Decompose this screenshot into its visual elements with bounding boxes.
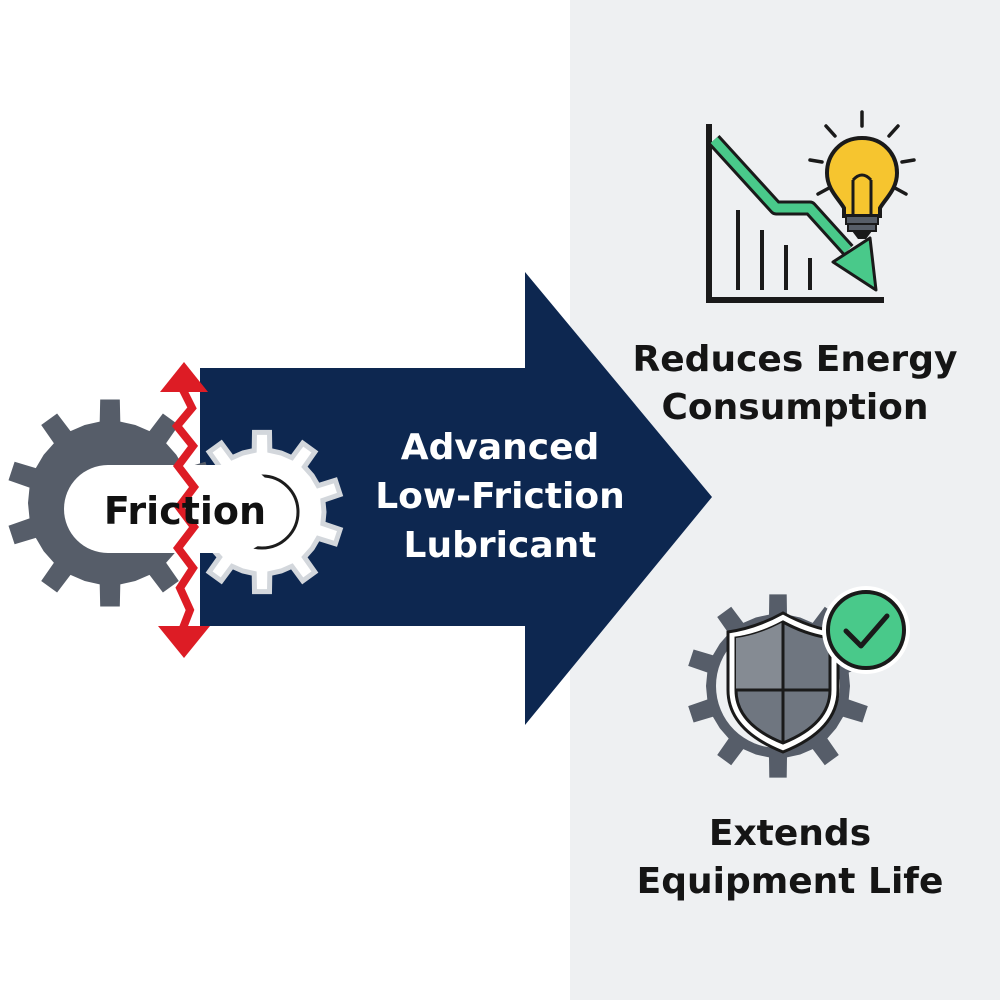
lubricant-label-line2: Low-Friction (375, 476, 625, 517)
benefit-life-line1: Extends (708, 813, 872, 854)
lightbulb-icon (808, 110, 916, 239)
checkmark-badge-icon (822, 586, 910, 674)
friction-pill (64, 465, 278, 553)
friction-zigzag-icon (158, 362, 210, 658)
lubricant-label-line3: Lubricant (403, 525, 597, 566)
gear-shield-icon (688, 594, 868, 778)
lubricant-label: Advanced Low-Friction Lubricant (360, 423, 640, 570)
benefit-life-label: Extends Equipment Life (600, 810, 980, 906)
friction-label: Friction (103, 489, 267, 533)
benefit-energy-label: Reduces Energy Consumption (600, 336, 990, 432)
benefit-energy-line1: Reduces Energy (632, 339, 958, 380)
benefit-life-line2: Equipment Life (636, 861, 944, 902)
declining-chart-icon (706, 124, 884, 303)
lubricant-label-line1: Advanced (400, 427, 600, 468)
process-arrow (200, 272, 712, 725)
benefit-energy-line2: Consumption (661, 387, 929, 428)
